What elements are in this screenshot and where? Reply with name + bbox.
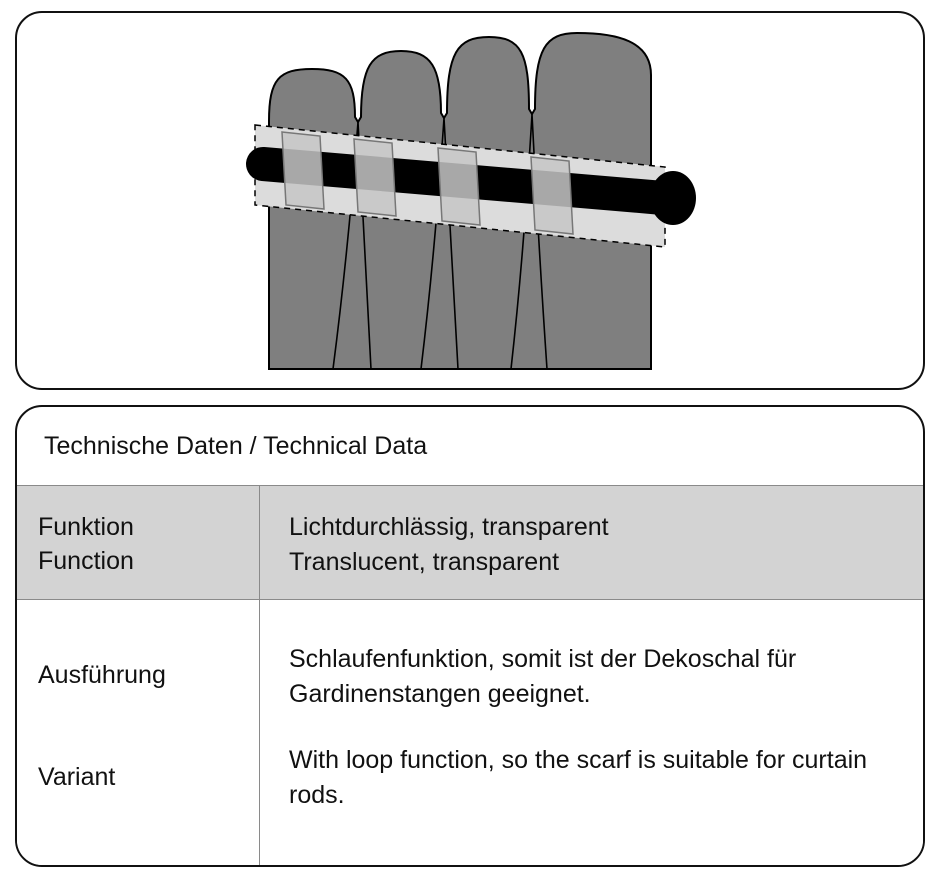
function-value-de: Lichtdurchlässig, transparent	[289, 513, 609, 541]
variant-value-en: With loop function, so the scarf is suit…	[289, 746, 868, 809]
variant-label-de: Ausführung	[38, 661, 166, 689]
loop-tab-3	[437, 147, 481, 226]
variant-label-cell: Ausführung Variant	[17, 600, 260, 865]
table-title: Technische Daten / Technical Data	[17, 407, 923, 486]
technical-data-panel: Technische Daten / Technical Data Funkti…	[15, 405, 925, 867]
function-value-en: Translucent, transparent	[289, 548, 560, 576]
loop-tab-1	[281, 131, 325, 210]
curtain-fold-lines	[332, 113, 548, 370]
illustration-panel	[15, 11, 925, 390]
table-row-variant: Ausführung Variant Schlaufenfunktion, so…	[17, 600, 923, 865]
variant-label-en: Variant	[38, 763, 116, 791]
loop-tab-2	[353, 138, 397, 217]
variant-value-de: Schlaufenfunktion, somit ist der Dekosch…	[289, 645, 797, 708]
curtain-illustration	[246, 31, 696, 370]
rod-end-cap	[650, 171, 696, 225]
function-label-cell: Funktion Function	[17, 486, 260, 599]
function-label-de: Funktion	[38, 513, 134, 541]
function-value-cell: Lichtdurchlässig, transparent Translucen…	[260, 486, 923, 599]
function-label-en: Function	[38, 547, 134, 575]
table-row-function: Funktion Function Lichtdurchlässig, tran…	[17, 486, 923, 600]
loop-tab-4	[530, 156, 574, 235]
variant-value-cell: Schlaufenfunktion, somit ist der Dekosch…	[260, 600, 923, 865]
